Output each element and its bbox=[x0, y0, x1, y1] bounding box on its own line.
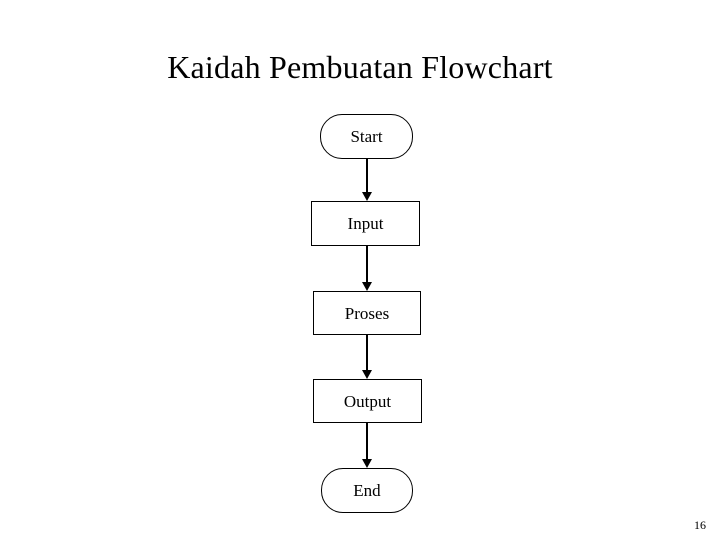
flowchart-node-input-label: Input bbox=[347, 214, 384, 233]
flowchart-connector-start-to-input bbox=[360, 159, 374, 201]
connector-line bbox=[366, 246, 368, 283]
flowchart-node-proses-label: Proses bbox=[344, 303, 390, 323]
flowchart-node-output[interactable]: Output bbox=[313, 379, 422, 423]
page-number: 16 bbox=[694, 518, 706, 532]
flowchart-node-proses[interactable]: Proses bbox=[313, 291, 421, 335]
flowchart-node-start[interactable]: Start bbox=[320, 114, 413, 159]
connector-line bbox=[366, 159, 368, 193]
flowchart-node-end[interactable]: End bbox=[321, 468, 413, 513]
arrowhead-down-icon bbox=[362, 192, 372, 201]
arrowhead-down-icon bbox=[362, 370, 372, 379]
arrowhead-down-icon bbox=[362, 282, 372, 291]
flowchart-node-output-label: Output bbox=[343, 391, 392, 411]
connector-line bbox=[366, 423, 368, 460]
arrowhead-down-icon bbox=[362, 459, 372, 468]
flowchart-connector-proses-to-output bbox=[360, 335, 374, 379]
flowchart-node-end-label: End bbox=[353, 481, 381, 500]
flowchart-connector-input-to-proses bbox=[360, 246, 374, 291]
flowchart-node-input[interactable]: Input bbox=[311, 201, 420, 246]
connector-line bbox=[366, 335, 368, 371]
page-title: Kaidah Pembuatan Flowchart bbox=[167, 49, 553, 86]
flowchart-node-start-label: Start bbox=[350, 127, 383, 146]
flowchart-connector-output-to-end bbox=[360, 423, 374, 468]
